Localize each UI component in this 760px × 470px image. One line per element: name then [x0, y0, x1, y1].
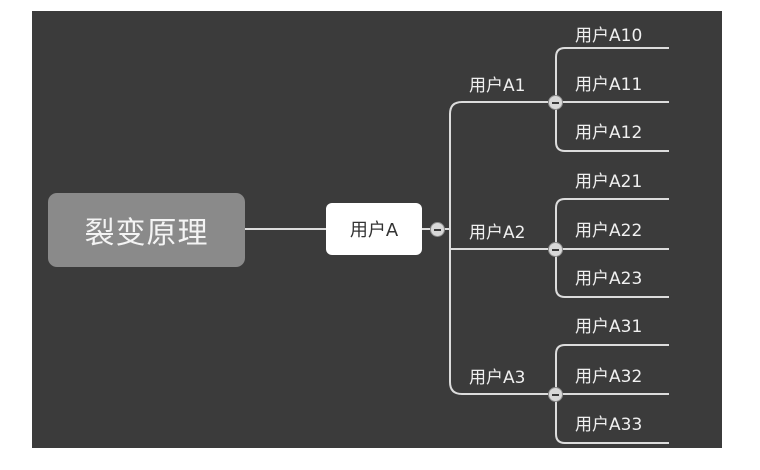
node-user-a3[interactable]: 用户A3 [469, 368, 526, 388]
node-user-a33[interactable]: 用户A33 [575, 415, 643, 435]
minus-circle-icon[interactable] [548, 387, 563, 402]
node-user-a-label: 用户A [349, 220, 399, 241]
node-user-a2[interactable]: 用户A2 [469, 223, 526, 243]
minus-circle-icon[interactable] [430, 222, 445, 237]
mindmap-canvas: 裂变原理 用户A 用户A1 用户A2 用户A3 用户A10 用户A11 用户A1… [32, 11, 722, 448]
node-user-a[interactable]: 用户A [326, 203, 422, 255]
node-user-a12[interactable]: 用户A12 [575, 123, 643, 143]
node-user-a21[interactable]: 用户A21 [575, 172, 643, 192]
node-user-a10[interactable]: 用户A10 [575, 26, 643, 46]
node-user-a31[interactable]: 用户A31 [575, 317, 643, 337]
minus-circle-icon[interactable] [548, 95, 563, 110]
node-user-a1[interactable]: 用户A1 [469, 76, 526, 96]
node-user-a11[interactable]: 用户A11 [575, 75, 643, 95]
node-user-a32[interactable]: 用户A32 [575, 367, 643, 387]
node-user-a22[interactable]: 用户A22 [575, 221, 643, 241]
node-user-a23[interactable]: 用户A23 [575, 269, 643, 289]
root-node-label: 裂变原理 [84, 216, 209, 251]
connector-lines [245, 47, 669, 444]
minus-circle-icon[interactable] [548, 242, 563, 257]
root-node[interactable]: 裂变原理 [48, 193, 245, 267]
